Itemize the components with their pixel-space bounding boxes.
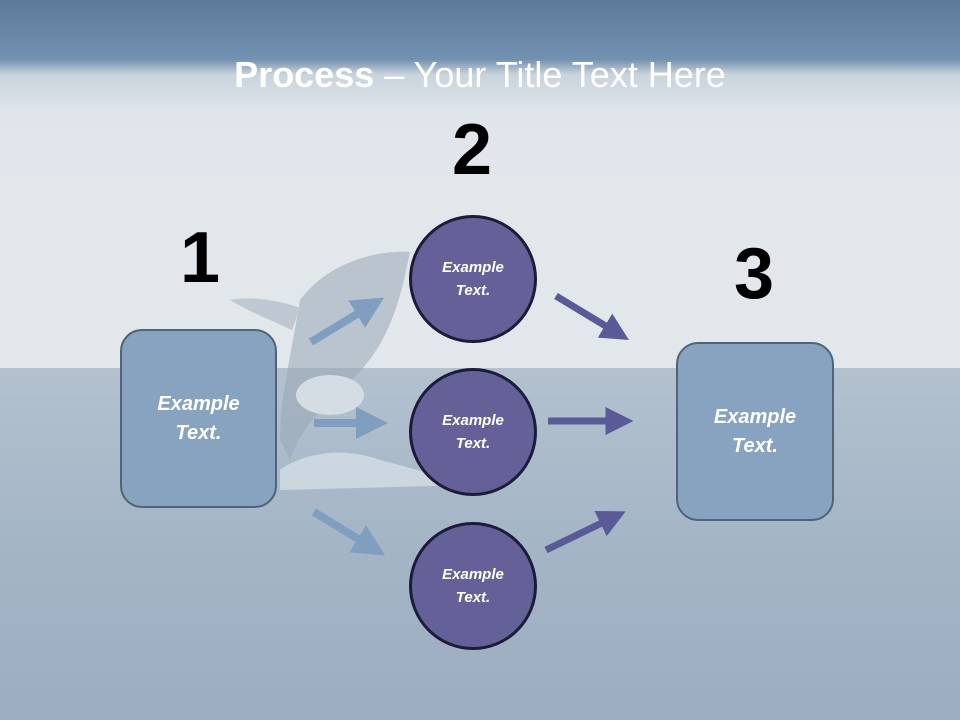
title-rest: – Your Title Text Here	[374, 54, 726, 95]
step-2-circle-middle: Example Text.	[409, 368, 537, 496]
step-2-circle-top-text: Example Text.	[442, 259, 504, 299]
arrow-2-bottom-to-3	[544, 510, 626, 554]
step-1-text: Example Text.	[157, 392, 240, 444]
title-bold: Process	[234, 54, 375, 95]
slide-title: Process – Your Title Text Here	[0, 52, 960, 98]
step-3-number: 3	[733, 234, 775, 314]
step-2-circle-bottom: Example Text.	[409, 522, 537, 650]
arrow-1-to-2-bottom	[311, 508, 386, 556]
step-1-box: Example Text.	[120, 329, 277, 508]
step-2-circle-bottom-text: Example Text.	[442, 566, 504, 606]
arrow-2-top-to-3	[554, 293, 629, 341]
step-2-number: 2	[451, 110, 493, 190]
step-2-circle-top: Example Text.	[409, 215, 537, 343]
step-2-circle-middle-text: Example Text.	[442, 412, 504, 452]
arrow-1-to-2-top	[308, 297, 385, 346]
step-3-box: Example Text.	[676, 342, 834, 521]
step-3-text: Example Text.	[713, 405, 797, 457]
step-1-number: 1	[179, 218, 221, 298]
